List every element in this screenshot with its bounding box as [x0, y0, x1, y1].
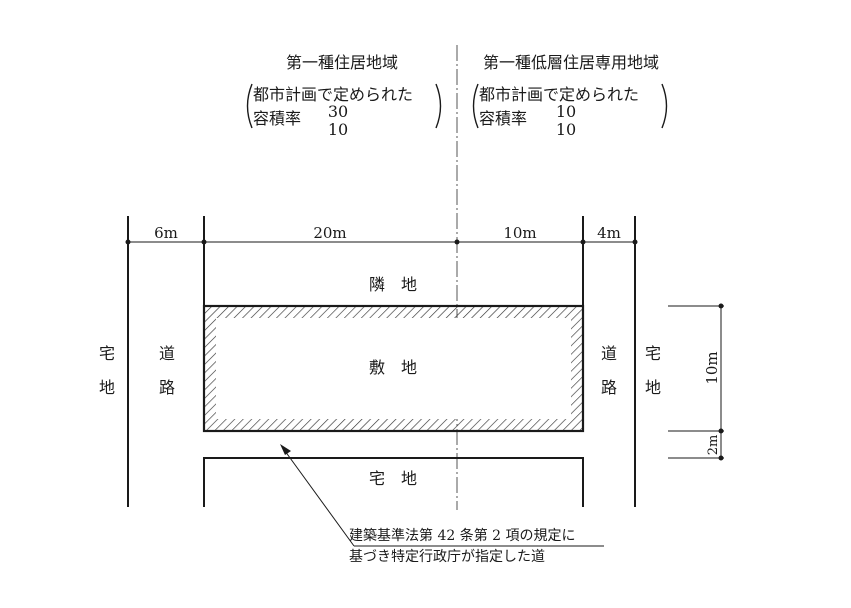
label-house-left-2: 地 [99, 378, 115, 397]
zone-right-ratio-num: 10 [556, 102, 576, 121]
zone-left-ratio-den: 10 [328, 120, 348, 139]
zone-right-ratio-den: 10 [556, 120, 576, 139]
zone-right-paren-close [661, 83, 668, 129]
vdim-dot [718, 455, 724, 461]
zone-left-paren-open [246, 83, 253, 129]
leader-arrowhead [280, 444, 291, 455]
vdim-dot [718, 303, 724, 309]
label-neighbor: 隣 地 [369, 275, 417, 294]
dim-road-left: 6m [154, 224, 178, 242]
dim-setback: 2m [706, 435, 721, 456]
note-line2: 基づき特定行政庁が指定した道 [349, 548, 545, 565]
zone-left-paren-close [435, 83, 442, 129]
dim-dot [454, 239, 460, 245]
dim-road-right: 4m [597, 224, 621, 242]
lot-bottom [203, 457, 584, 507]
zone-left-name: 第一種住居地域 [286, 53, 398, 72]
note-line1: 建築基準法第 42 条第 2 項の規定に [349, 527, 576, 544]
leader-line [284, 450, 355, 547]
label-house-right-2: 地 [645, 378, 661, 397]
dim-site-right: 10m [503, 224, 536, 242]
zone-left-line2: 容積率 [253, 109, 301, 128]
zone-right-paren-open [472, 83, 479, 129]
label-house-left-1: 宅 [99, 344, 115, 363]
vdim-dot [718, 428, 724, 434]
label-road-left-2: 路 [159, 378, 175, 397]
zone-right-line2: 容積率 [479, 109, 527, 128]
label-road-right-2: 路 [601, 378, 617, 397]
zone-left-ratio-num: 30 [328, 102, 348, 121]
label-house-right-1: 宅 [645, 344, 661, 363]
site-inner [216, 318, 571, 419]
dim-site-depth: 10m [703, 351, 721, 384]
label-site: 敷 地 [369, 358, 417, 377]
site-outline [202, 304, 585, 433]
label-house-bottom: 宅 地 [369, 469, 417, 488]
zone-left-line1: 都市計画で定められた [253, 85, 413, 104]
label-road-left-1: 道 [159, 344, 175, 363]
zone-right-line1: 都市計画で定められた [479, 85, 639, 104]
label-road-right-1: 道 [601, 344, 617, 363]
zone-right-name: 第一種低層住居専用地域 [483, 53, 659, 72]
dim-site-left: 20m [313, 224, 346, 242]
